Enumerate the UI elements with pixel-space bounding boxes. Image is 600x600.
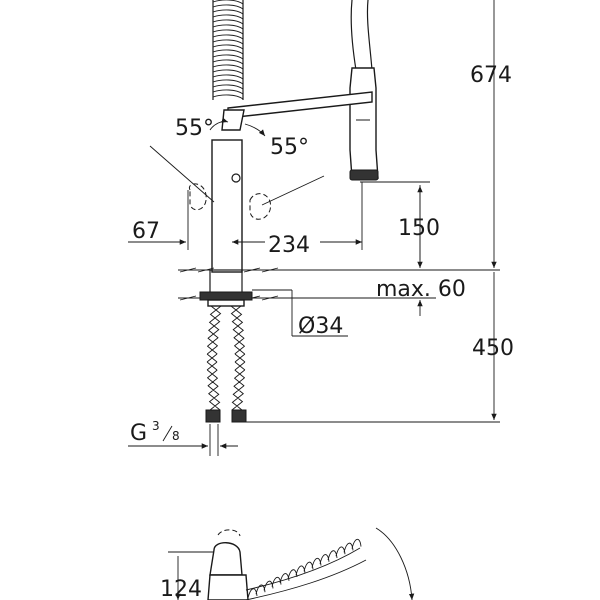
spray-head <box>349 67 379 181</box>
spring-coil <box>212 0 244 100</box>
spray-hose <box>350 0 373 71</box>
angle-left-arc <box>209 117 229 131</box>
lever-positions <box>149 145 325 220</box>
label-thread-g: G <box>130 421 147 446</box>
bottom-view <box>168 527 415 600</box>
label-reach: 234 <box>268 233 310 258</box>
label-thread-den: 8 <box>172 429 180 443</box>
label-hose-length: 450 <box>472 336 514 361</box>
supply-hoses <box>205 305 247 423</box>
label-deck-thickness: max. 60 <box>376 277 466 302</box>
label-angle-left: 55° <box>175 116 214 141</box>
label-hole-diameter: Ø34 <box>298 314 343 339</box>
label-spray-height: 150 <box>398 216 440 241</box>
angle-right-arc <box>244 123 266 137</box>
label-total-height: 674 <box>470 63 512 88</box>
faucet-body <box>211 109 245 273</box>
label-bottom-height: 124 <box>160 577 202 600</box>
label-base-offset: 67 <box>132 219 160 244</box>
label-thread-num: 3 <box>152 419 160 433</box>
label-angle-right: 55° <box>270 135 309 160</box>
